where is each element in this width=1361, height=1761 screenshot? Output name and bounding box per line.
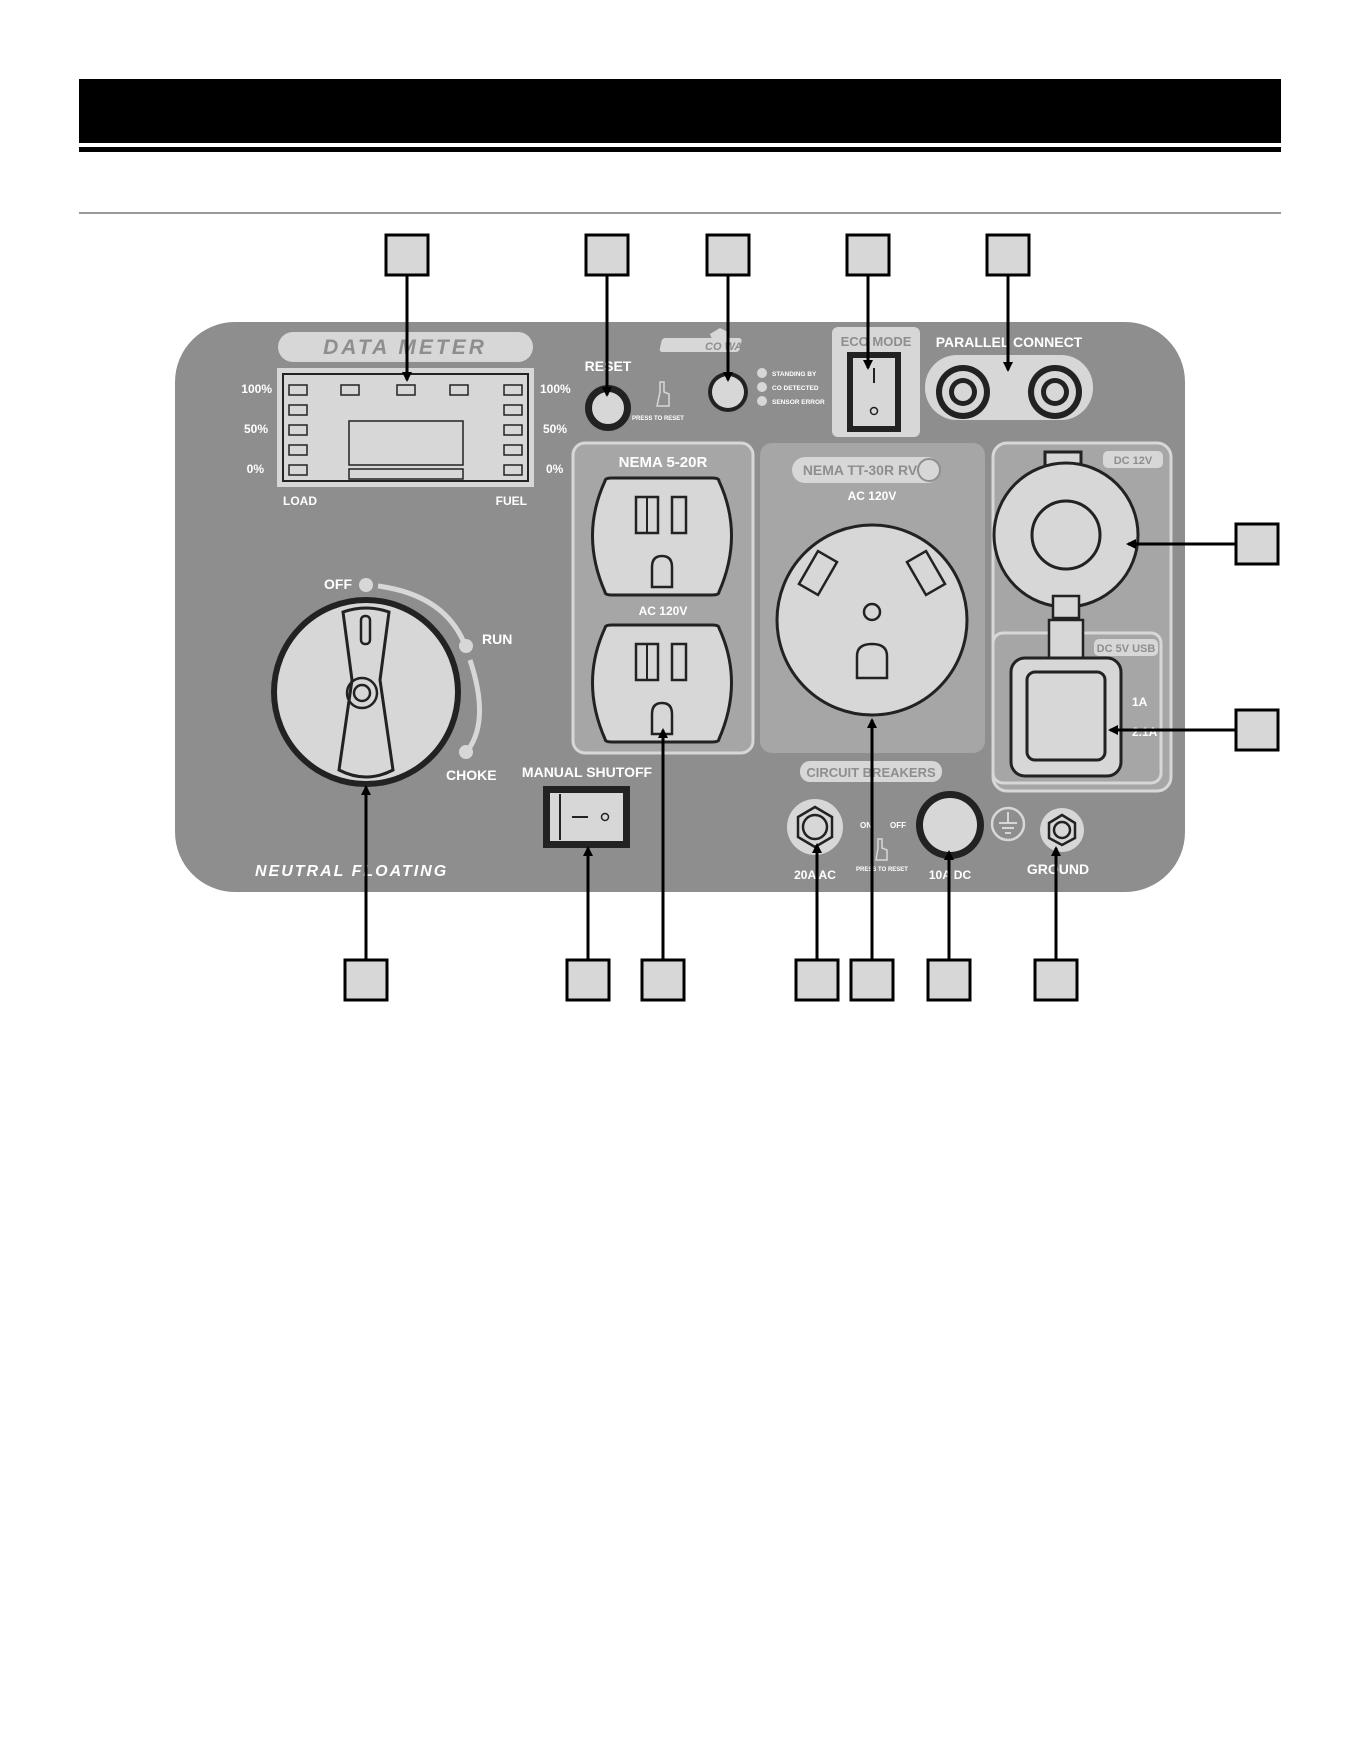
reset-hint: PRESS TO RESET [632, 416, 684, 422]
outlet-upper[interactable] [591, 476, 733, 597]
callout-box [1033, 958, 1079, 1002]
fuel-scale-100: 100% [540, 382, 571, 396]
ground-label: GROUND [1027, 861, 1089, 877]
dc12v-label: DC 12V [1114, 455, 1153, 467]
callout-box [794, 958, 840, 1002]
nema-520r-label: NEMA 5-20R [619, 454, 708, 471]
load-label: LOAD [283, 494, 317, 508]
callout-box [565, 958, 611, 1002]
callout-box [845, 233, 891, 277]
rv-icon [917, 458, 941, 482]
fuel-scale-0: 0% [546, 462, 564, 476]
ac-breaker[interactable] [787, 799, 843, 855]
engine-switch-arc [377, 583, 482, 752]
tt30r-voltage: AC 120V [848, 489, 897, 503]
dc12v-socket[interactable] [992, 450, 1140, 620]
section-divider [79, 212, 1281, 214]
usb-rating-21a: 2.1A [1132, 725, 1158, 739]
data-meter-title: DATA METER [323, 336, 487, 359]
usb-rating-1a: 1A [1132, 695, 1148, 709]
press-hand-icon [656, 381, 670, 407]
standing-by-led [757, 368, 767, 378]
callout-box [384, 233, 430, 277]
callout-box [640, 958, 686, 1002]
outlet-lower[interactable] [591, 623, 733, 744]
co-detected-label: CO DETECTED [772, 385, 819, 392]
breaker-off-label: OFF [890, 821, 906, 830]
callout-box [849, 958, 895, 1002]
standing-by-label: STANDING BY [772, 371, 817, 378]
fuel-label: FUEL [496, 494, 527, 508]
ground-terminal[interactable] [1040, 808, 1084, 852]
sensor-error-led [757, 396, 767, 406]
header-bar [79, 79, 1281, 143]
usb-label: DC 5V USB [1097, 643, 1156, 655]
engine-off-label: OFF [324, 576, 352, 592]
load-scale-0: 0% [247, 462, 265, 476]
callout-box [985, 233, 1031, 277]
usb-port[interactable] [1009, 618, 1123, 778]
callout-box [1234, 522, 1280, 566]
callout-box [584, 233, 630, 277]
parallel-port-left[interactable] [936, 365, 990, 419]
off-dot [359, 578, 373, 592]
neutral-floating-label: NEUTRAL FLOATING [255, 863, 448, 880]
header-rule [79, 147, 1281, 152]
load-scale-50: 50% [244, 422, 268, 436]
breaker-on-label: ON [860, 821, 872, 830]
tt30r-receptacle[interactable] [775, 523, 969, 717]
co-watchdog-brand: CO WATCHDOG [705, 341, 790, 353]
eco-mode-label: ECO MODE [841, 334, 912, 349]
choke-dot [459, 745, 473, 759]
callout-box [1234, 708, 1280, 752]
engine-choke-label: CHOKE [446, 767, 497, 783]
load-scale-100: 100% [241, 382, 272, 396]
ground-symbol-icon [990, 806, 1026, 842]
callout-box [926, 958, 972, 1002]
callout-box [705, 233, 751, 277]
run-dot [459, 639, 473, 653]
parallel-port-right[interactable] [1028, 365, 1082, 419]
fuel-scale-50: 50% [543, 422, 567, 436]
engine-run-label: RUN [482, 631, 512, 647]
manual-shutoff-label: MANUAL SHUTOFF [522, 764, 653, 780]
breaker-hint: PRESS TO RESET [856, 867, 908, 873]
breaker-press-icon [875, 838, 888, 861]
ac-breaker-rating: 20A AC [794, 868, 836, 882]
dc-breaker[interactable] [916, 791, 984, 859]
sensor-error-label: SENSOR ERROR [772, 399, 825, 406]
callout-box [343, 958, 389, 1002]
nema-520r-voltage: AC 120V [639, 604, 688, 618]
tt30r-label: NEMA TT-30R RV [803, 462, 918, 478]
co-detected-led [757, 382, 767, 392]
